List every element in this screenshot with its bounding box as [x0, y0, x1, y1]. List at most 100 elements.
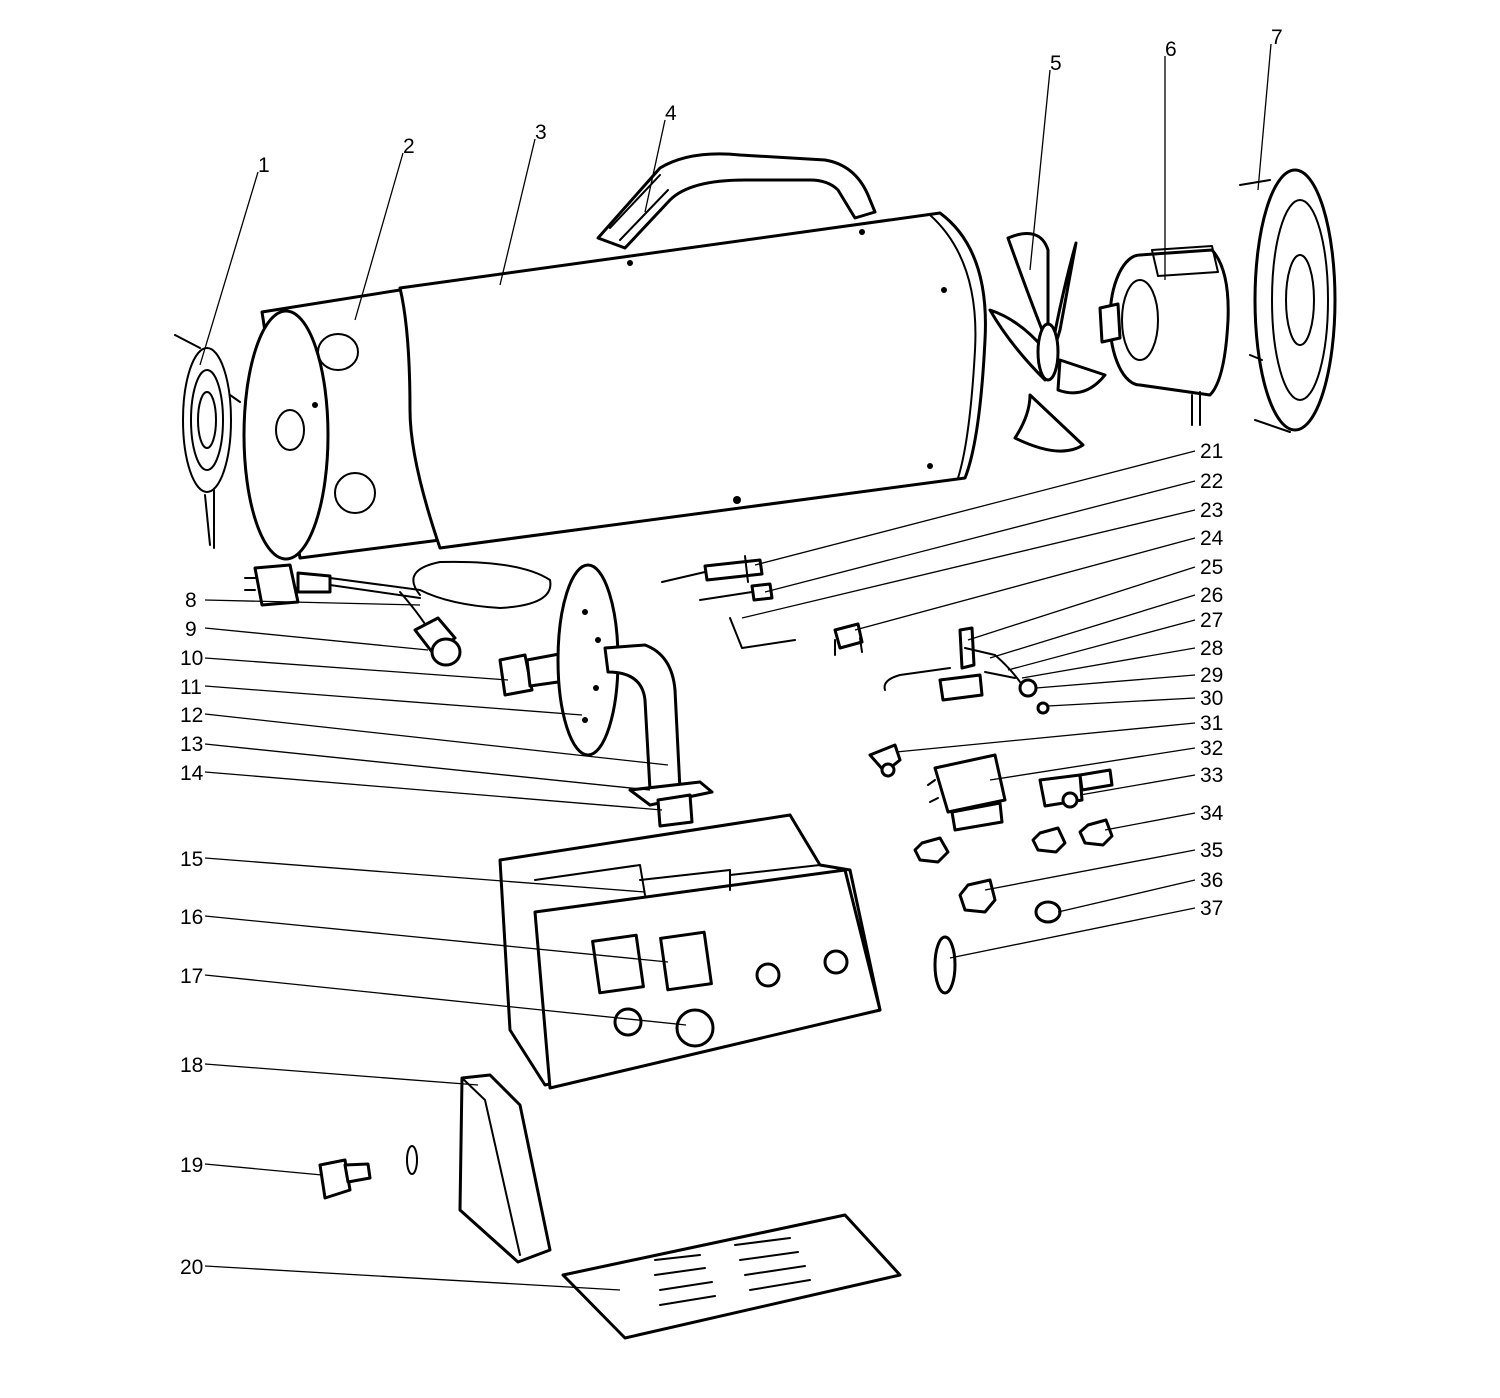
leader-8 — [204, 599, 421, 606]
leader-7 — [1257, 43, 1272, 191]
callout-label-11: 11 — [180, 676, 202, 699]
part-14-mounting-bracket — [656, 793, 694, 828]
part-28-line-connector — [984, 671, 1016, 679]
leader-27 — [1007, 619, 1196, 671]
callout-label-31: 31 — [1200, 712, 1223, 735]
part-7-rear-fan-guard — [1239, 168, 1337, 433]
leader-12 — [204, 713, 669, 766]
part-20-base-plate — [561, 1213, 902, 1340]
callout-label-17: 17 — [180, 965, 203, 988]
leader-17 — [204, 974, 687, 1026]
leader-32 — [989, 747, 1196, 781]
callout-label-15: 15 — [180, 848, 203, 871]
part-16-rocker-switch — [591, 930, 849, 995]
leader-4 — [644, 119, 666, 213]
leader-26 — [989, 594, 1196, 659]
callout-label-21: 21 — [1200, 440, 1223, 463]
leader-3 — [499, 138, 536, 286]
part-5-fan-blade — [988, 232, 1107, 453]
leader-21 — [754, 450, 1196, 566]
part-1-front-wire-guard — [174, 334, 241, 549]
leader-30 — [1047, 697, 1196, 707]
leader-19 — [204, 1163, 323, 1176]
part-31-elbow-fitting — [868, 743, 902, 778]
leader-5 — [1029, 69, 1051, 271]
part-37-gasket — [933, 935, 957, 995]
part-34-hex-nut — [913, 818, 1114, 864]
callout-label-25: 25 — [1200, 556, 1223, 579]
part-30-washer — [1036, 701, 1050, 715]
callout-label-18: 18 — [180, 1054, 203, 1077]
callout-label-3: 3 — [535, 121, 547, 144]
leader-2 — [354, 152, 404, 321]
part-33-angle-valve — [1038, 768, 1114, 809]
callout-label-8: 8 — [185, 589, 197, 612]
callout-label-35: 35 — [1200, 839, 1223, 862]
leader-9 — [204, 627, 429, 651]
part-3-outer-housing-cylinder — [398, 211, 987, 550]
callout-label-23: 23 — [1200, 499, 1223, 522]
leader-24 — [854, 537, 1196, 631]
part-21-electrode — [661, 555, 764, 583]
callout-label-24: 24 — [1200, 527, 1224, 550]
leader-16 — [204, 915, 669, 963]
callout-label-4: 4 — [665, 102, 677, 125]
leader-34 — [1104, 812, 1196, 831]
part-12-gas-tube — [603, 643, 682, 792]
callout-label-1: 1 — [258, 154, 270, 177]
leader-37 — [949, 907, 1196, 959]
callout-label-2: 2 — [403, 135, 415, 158]
leader-20 — [204, 1265, 621, 1291]
callout-label-32: 32 — [1200, 737, 1223, 760]
callout-label-10: 10 — [180, 647, 203, 670]
leader-1 — [199, 171, 259, 366]
leader-35 — [984, 849, 1196, 891]
part-36-cap — [1034, 900, 1062, 924]
leader-33 — [1079, 774, 1196, 796]
part-18-support-stand — [458, 1073, 552, 1264]
part-27-union-nut — [938, 673, 984, 702]
callout-label-6: 6 — [1165, 38, 1177, 61]
callout-label-33: 33 — [1200, 764, 1223, 787]
part-26-gas-line — [883, 647, 1021, 691]
callout-label-9: 9 — [185, 618, 197, 641]
leader-14 — [204, 771, 663, 811]
part-35-knob — [958, 878, 997, 914]
part-6-fan-motor — [1098, 245, 1230, 426]
part-22-thermocouple — [699, 582, 774, 602]
part-13-tube-flange — [628, 780, 714, 807]
callout-label-7: 7 — [1271, 26, 1283, 49]
leader-29 — [1035, 674, 1196, 689]
leader-25 — [967, 566, 1196, 641]
part-24-clip — [833, 622, 864, 656]
part-17-indicator-connector — [613, 1007, 715, 1048]
part-19-thumb-screw — [318, 1145, 418, 1200]
part-29-nut — [1018, 678, 1038, 698]
part-2-front-cylinder — [242, 288, 442, 561]
callout-label-14: 14 — [180, 762, 204, 785]
callout-label-34: 34 — [1200, 802, 1224, 825]
callout-label-27: 27 — [1200, 609, 1223, 632]
part-8-power-cord — [244, 560, 552, 633]
leader-23 — [741, 509, 1196, 619]
leader-28 — [1021, 647, 1196, 679]
part-4-carry-handle — [596, 152, 877, 250]
callout-label-37: 37 — [1200, 897, 1223, 920]
callout-label-26: 26 — [1200, 584, 1223, 607]
part-23-bracket — [729, 617, 796, 649]
callout-label-20: 20 — [180, 1256, 203, 1279]
callout-label-36: 36 — [1200, 869, 1223, 892]
leader-15 — [204, 857, 646, 893]
callout-label-16: 16 — [180, 906, 203, 929]
leader-13 — [204, 743, 651, 791]
callout-label-5: 5 — [1050, 52, 1062, 75]
leader-36 — [1057, 879, 1196, 913]
callout-labels: 1 2 3 4 5 6 7 8 9 10 11 12 13 14 15 16 1… — [180, 26, 1283, 1279]
part-9-cable-gland — [413, 616, 462, 667]
callout-label-28: 28 — [1200, 637, 1223, 660]
callout-label-30: 30 — [1200, 687, 1223, 710]
callout-label-29: 29 — [1200, 664, 1223, 687]
callout-leaders — [199, 43, 1272, 1291]
callout-label-12: 12 — [180, 704, 203, 727]
callout-label-22: 22 — [1200, 470, 1223, 493]
